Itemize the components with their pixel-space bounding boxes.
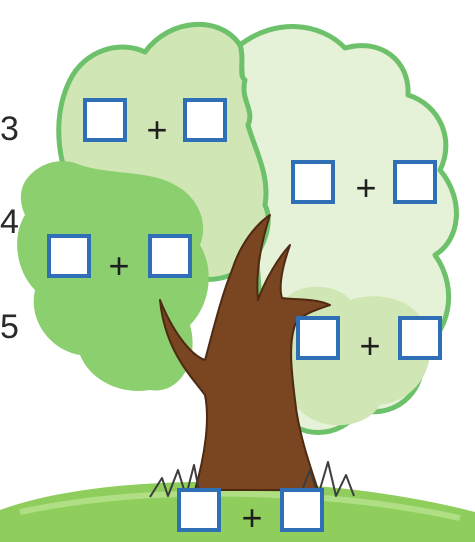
answer-box-middle-left-b[interactable] (148, 234, 192, 278)
answer-box-bottom-b[interactable] (280, 488, 324, 532)
plus-sign-bottom: + (241, 497, 263, 538)
answer-box-middle-left-a[interactable] (47, 234, 91, 278)
tree-trunk (159, 214, 331, 491)
grass-blades (149, 461, 355, 498)
answer-box-bottom-a[interactable] (177, 488, 221, 532)
left-number-5: 5 (0, 308, 19, 346)
answer-box-top-left-a[interactable] (83, 98, 127, 142)
crown-left (17, 161, 209, 391)
answer-box-middle-right-b[interactable] (398, 316, 442, 360)
answer-box-top-right-b[interactable] (393, 160, 437, 204)
answer-box-middle-right-a[interactable] (296, 316, 340, 360)
plus-sign-middle-left: + (108, 245, 130, 286)
answer-box-top-left-b[interactable] (183, 98, 227, 142)
answer-box-top-right-a[interactable] (291, 160, 335, 204)
left-number-4: 4 (0, 203, 19, 241)
left-number-3: 3 (0, 110, 19, 148)
plus-sign-top-right: + (355, 167, 377, 208)
plus-sign-top-left: + (146, 109, 168, 150)
plus-sign-middle-right: + (359, 325, 381, 366)
grass-ground-highlight (19, 490, 461, 521)
